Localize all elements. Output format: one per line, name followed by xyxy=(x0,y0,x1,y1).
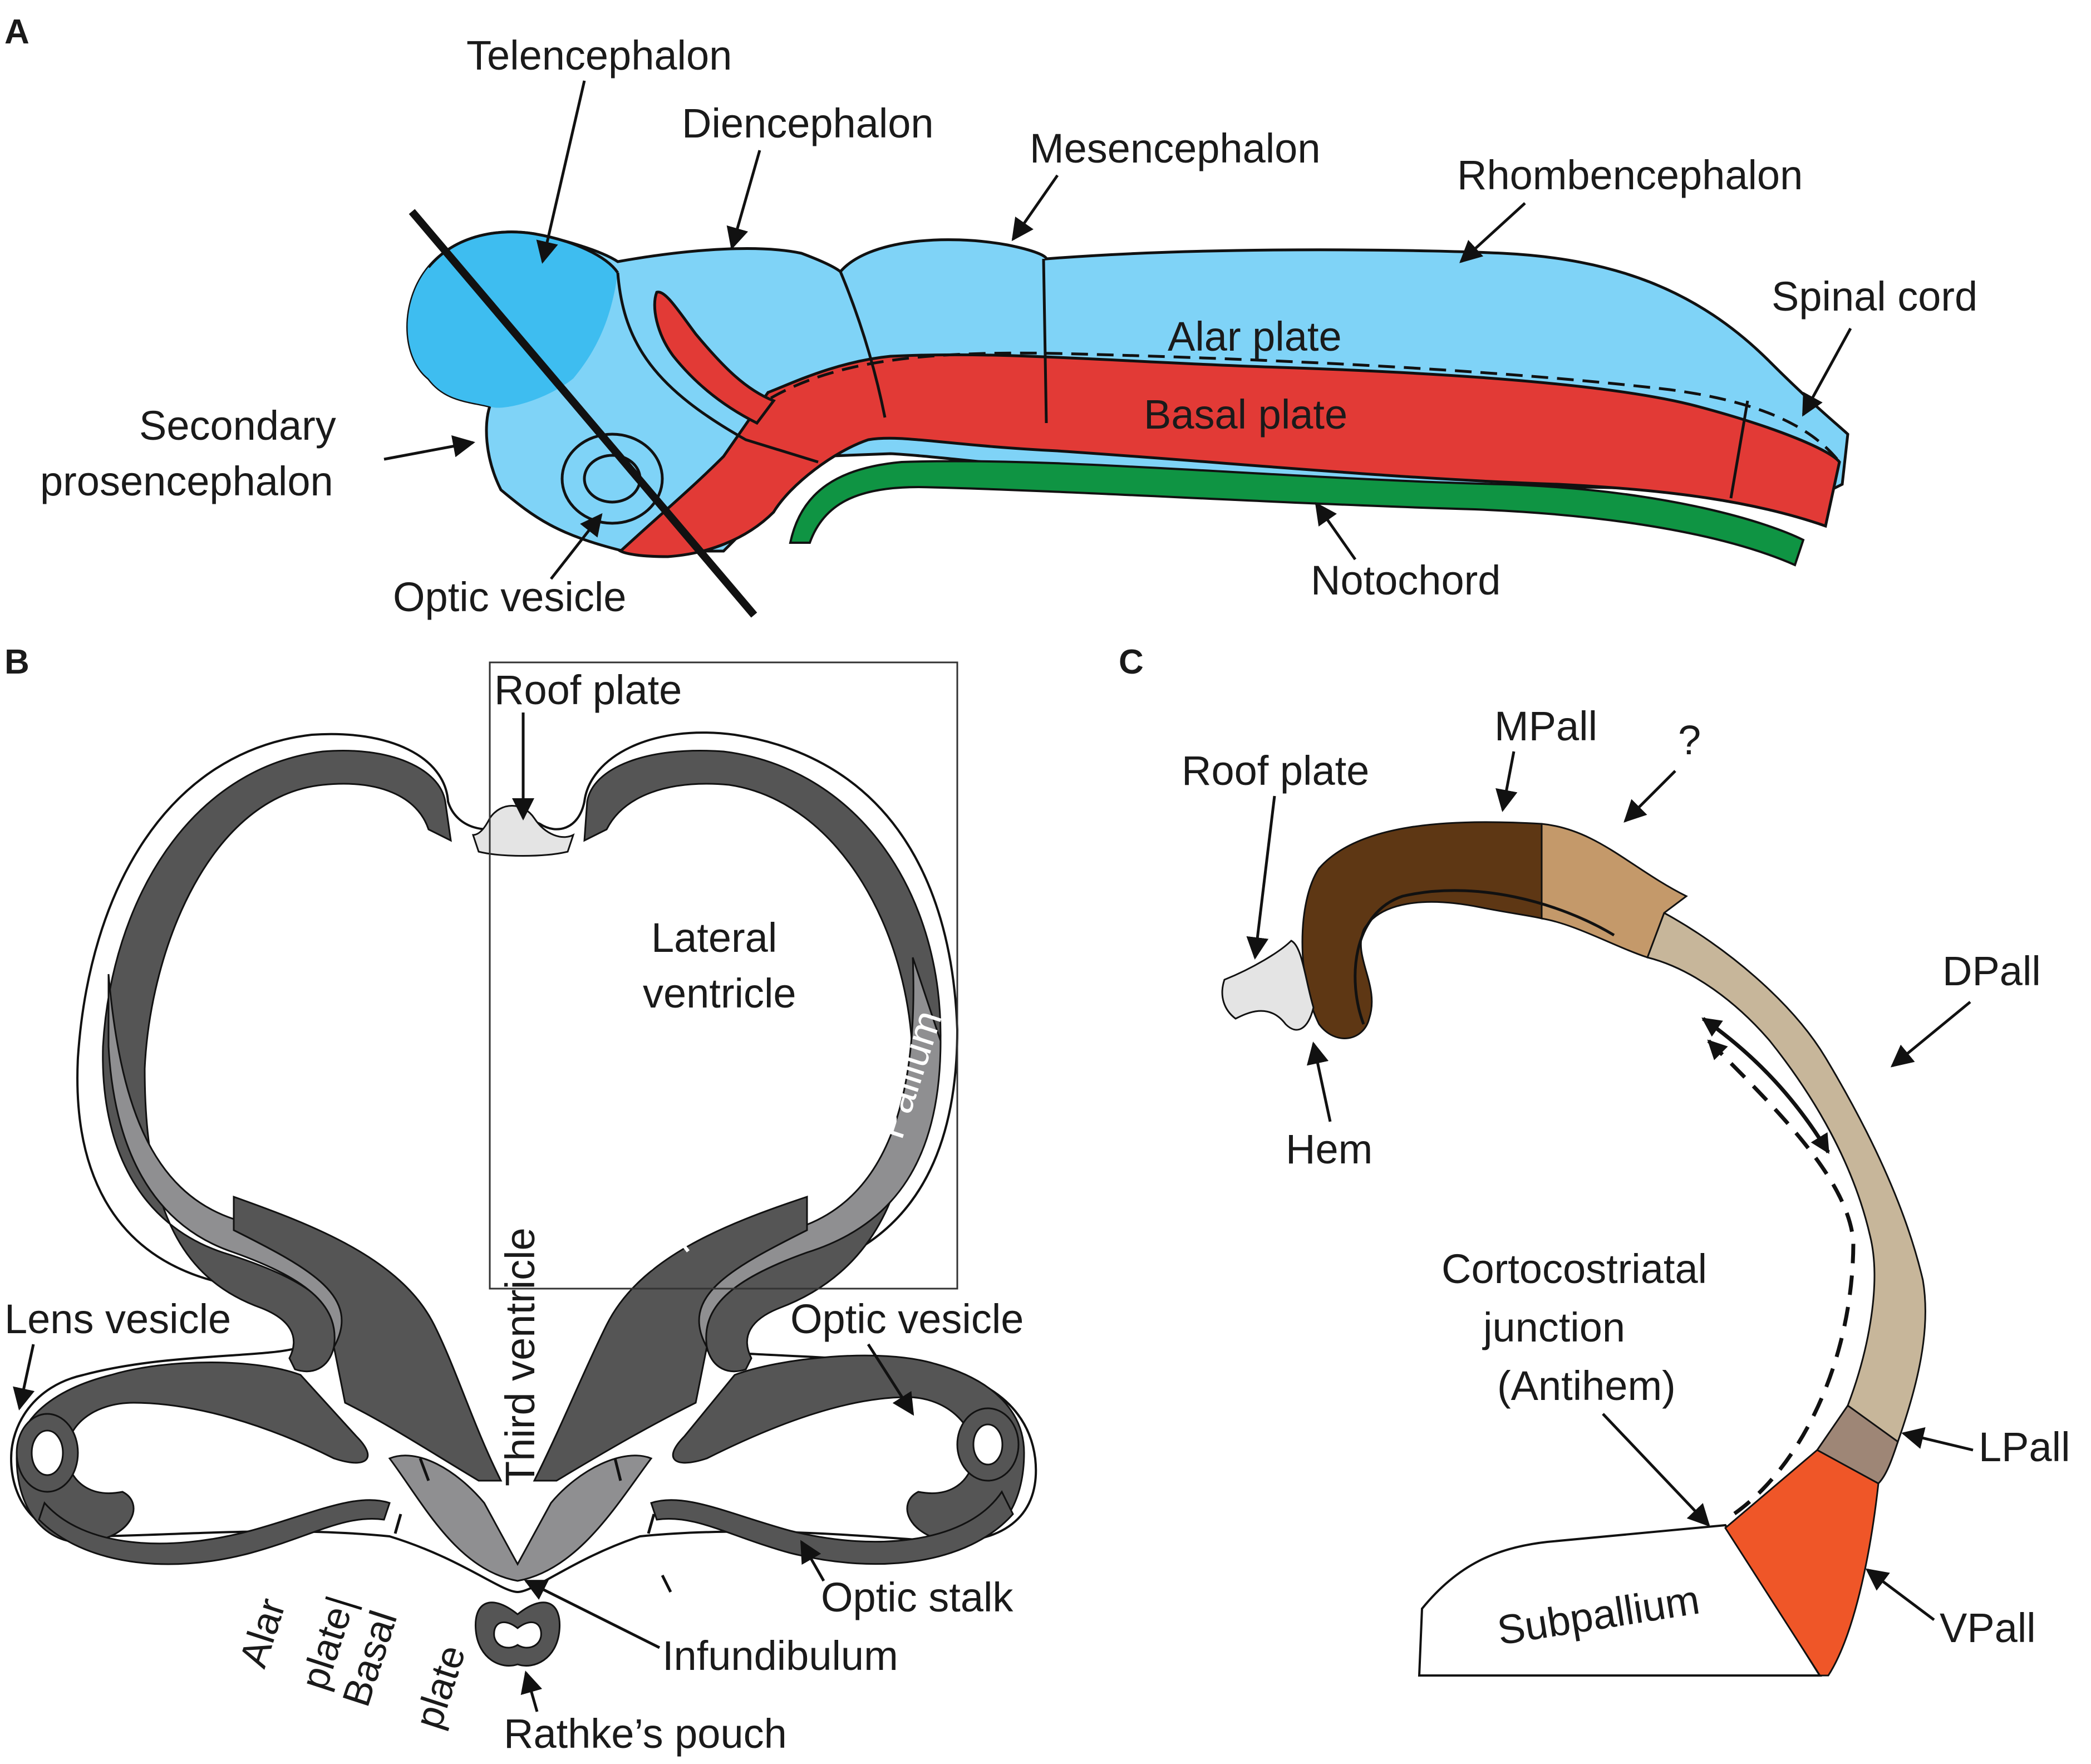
solid-double-arrow xyxy=(1701,1017,1830,1154)
optic-vesicle-outer xyxy=(560,433,664,525)
arrow-dpall xyxy=(1890,1001,1971,1068)
boundary-mes-rhomb xyxy=(1042,258,1048,424)
label-cortico-2: junction xyxy=(1482,1304,1625,1350)
notochord-shape xyxy=(789,460,1805,567)
boundary-rhomb-spinal xyxy=(1729,400,1749,499)
right-lens-lumen xyxy=(972,1423,1003,1466)
panel-b-letter: B xyxy=(4,643,29,681)
left-core-mass xyxy=(233,1195,503,1482)
label-dpall: DPall xyxy=(1942,948,2041,994)
label-optic-vesicle-b: Optic vesicle xyxy=(790,1296,1024,1342)
telencephalon-region xyxy=(407,232,618,408)
arrow-secondary-prosencephalon xyxy=(383,435,475,461)
label-alar-plate: Alar plate xyxy=(1168,313,1342,360)
panel-c: C Roof plate MPall ? DPall Hem Cortocost… xyxy=(1119,643,2070,1677)
arrow-optic-vesicle-a xyxy=(550,513,603,580)
panel-a-letter: A xyxy=(4,13,29,51)
label-notochord: Notochord xyxy=(1311,557,1500,603)
label-roof-plate-c: Roof plate xyxy=(1182,748,1369,794)
label-optic-vesicle-a: Optic vesicle xyxy=(393,574,626,620)
right-optic-stalk xyxy=(650,1490,1014,1565)
arrow-hem xyxy=(1306,1041,1332,1122)
tick-left-2 xyxy=(419,1458,430,1481)
arrow-optic-stalk xyxy=(800,1540,825,1582)
tick-right-2 xyxy=(661,1574,672,1593)
left-hemisphere-wall xyxy=(102,749,452,1373)
section-line xyxy=(409,209,757,618)
left-optic-stalk xyxy=(38,1499,391,1565)
mpall-region xyxy=(1301,821,1543,1039)
arrow-corticostriatal xyxy=(1602,1413,1710,1527)
label-optic-stalk: Optic stalk xyxy=(821,1574,1013,1620)
tick-right-3 xyxy=(613,1458,622,1481)
boundary-di-mes xyxy=(839,271,887,418)
arrow-lpall xyxy=(1901,1427,1974,1452)
label-ventricle: ventricle xyxy=(643,970,796,1016)
label-mpall: MPall xyxy=(1494,703,1597,749)
label-roof-plate-b: Roof plate xyxy=(494,667,682,713)
panel-c-letter: C xyxy=(1119,643,1144,681)
subpallium-c xyxy=(1418,1524,1822,1677)
label-rathkes-pouch: Rathke’s pouch xyxy=(504,1711,787,1757)
label-vpall: VPall xyxy=(1940,1605,2036,1651)
arrow-spinal-cord xyxy=(1802,327,1852,417)
rathkes-pouch-lumen xyxy=(493,1621,542,1649)
ventricular-surface-line xyxy=(1354,889,1615,1025)
right-optic-cup xyxy=(672,1354,1025,1544)
panel-a: A Telencephalon Diencephalon Mesencephal… xyxy=(4,13,1977,620)
alar-basal-boundary xyxy=(770,351,1841,463)
label-basal-plate: Basal plate xyxy=(1144,391,1347,438)
arrow-rathkes-pouch xyxy=(520,1670,543,1712)
label-infundibulum: Infundibulum xyxy=(662,1633,898,1679)
right-core-mass xyxy=(533,1195,808,1482)
arrow-mpall xyxy=(1495,751,1518,812)
label-cortico-3: (Antihem) xyxy=(1497,1363,1676,1409)
label-alar: Alar xyxy=(231,1593,294,1672)
arrow-notochord xyxy=(1315,502,1357,561)
label-cortico-1: Cortocostriatal xyxy=(1441,1246,1707,1292)
tick-left-1 xyxy=(393,1514,402,1534)
arrow-mesencephalon xyxy=(1011,174,1059,242)
label-mesencephalon: Mesencephalon xyxy=(1030,125,1320,171)
panel-b: B xyxy=(4,643,1037,1757)
arrow-vpall xyxy=(1865,1568,1935,1621)
label-prosencephalon: prosencephalon xyxy=(40,458,333,504)
arrow-optic-vesicle-b xyxy=(867,1343,914,1416)
left-optic-cup xyxy=(16,1362,369,1544)
arrow-lens-vesicle xyxy=(13,1344,35,1411)
alar-basal-divider xyxy=(325,1596,362,1610)
label-secondary: Secondary xyxy=(139,402,336,449)
boundary-tel-di xyxy=(616,272,819,464)
label-hem: Hem xyxy=(1286,1126,1372,1172)
diencephalon-red-branch xyxy=(653,291,776,425)
label-lens-vesicle: Lens vesicle xyxy=(4,1296,231,1342)
midline-basal-grey xyxy=(388,1455,653,1582)
arrow-rhombencephalon xyxy=(1459,202,1526,263)
arrow-telencephalon xyxy=(536,80,586,264)
arrow-infundibulum xyxy=(524,1579,661,1649)
inset-box xyxy=(489,661,958,1290)
basal-plate-region xyxy=(618,353,1841,558)
label-lateral: Lateral xyxy=(651,915,777,961)
tick-right-1 xyxy=(647,1514,656,1534)
roof-plate-c xyxy=(1221,940,1315,1031)
left-lens-lumen xyxy=(31,1429,64,1476)
label-diencephalon: Diencephalon xyxy=(682,100,934,146)
label-telencephalon: Telencephalon xyxy=(466,32,732,78)
right-hemisphere-wall xyxy=(583,749,942,1373)
label-lpall: LPall xyxy=(1979,1424,2070,1470)
label-rhombencephalon: Rhombencephalon xyxy=(1457,152,1803,198)
arrow-question xyxy=(1623,770,1676,823)
dashed-arrow xyxy=(1707,1039,1856,1521)
dpall-region xyxy=(1646,911,1926,1443)
label-spinal-cord: Spinal cord xyxy=(1772,273,1977,320)
unknown-zone-region xyxy=(1541,823,1688,959)
label-third-ventricle: Third ventricle xyxy=(497,1227,543,1486)
arrow-roof-plate-c xyxy=(1246,795,1276,960)
label-basal-plate-word: plate xyxy=(406,1640,474,1733)
arrow-diencephalon xyxy=(726,150,761,250)
label-question: ? xyxy=(1678,717,1701,763)
